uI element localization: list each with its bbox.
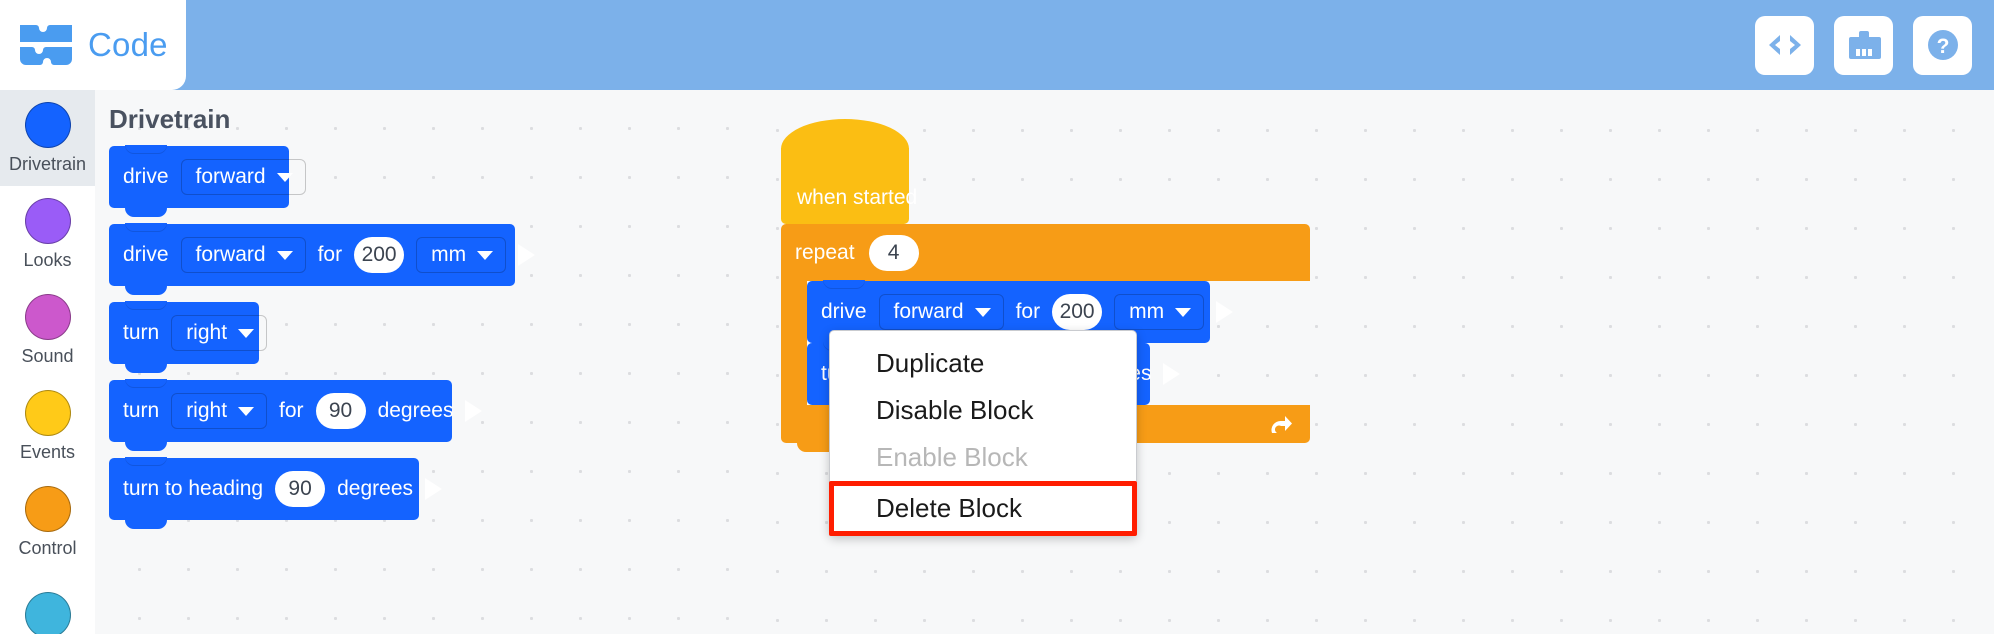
dropdown-value: mm <box>431 243 467 266</box>
palette-block-drive-for-distance[interactable]: drive forward for 200 mm <box>109 223 536 295</box>
palette-block-drive-direction[interactable]: drive forward <box>109 145 306 217</box>
play-block-icon[interactable] <box>465 400 483 422</box>
dropdown-value: mm <box>1129 300 1165 323</box>
chevron-down-icon <box>276 250 293 260</box>
hat-curve <box>781 119 909 149</box>
block-label: drive <box>821 300 867 323</box>
dropdown-value: forward <box>893 300 964 323</box>
block-dropdown[interactable]: forward <box>878 294 1004 330</box>
app-title: Code <box>88 26 168 63</box>
when-started-block[interactable]: when started <box>781 119 917 233</box>
loop-arrow-icon <box>1266 410 1294 438</box>
play-block-icon[interactable] <box>518 244 536 266</box>
context-menu-item-duplicate[interactable]: Duplicate <box>876 348 985 378</box>
sidebar-item-label: Looks <box>23 249 72 270</box>
block-label: for <box>1015 300 1041 323</box>
block-label: drive <box>123 243 169 266</box>
block-dropdown[interactable]: forward <box>180 159 306 195</box>
category-color-dot <box>24 293 71 340</box>
sidebar-item-label: Drivetrain <box>8 153 87 174</box>
block-number-input[interactable]: 200 <box>354 237 405 273</box>
block-label: for <box>317 243 343 266</box>
chevron-down-icon <box>1175 307 1192 317</box>
when-started-label: when started <box>797 186 918 209</box>
chevron-down-icon <box>974 307 991 317</box>
repeat-count-input[interactable]: 4 <box>868 234 919 271</box>
chevron-down-icon <box>276 172 293 182</box>
sidebar-item-looks[interactable]: Looks <box>0 186 95 282</box>
app-logo-tab[interactable]: Code <box>0 0 186 90</box>
palette-block-turn-direction[interactable]: turn right <box>109 301 268 373</box>
block-label: for <box>279 399 304 422</box>
block-number-input[interactable]: 90 <box>275 471 326 507</box>
palette-block-turn-for-degrees[interactable]: turn right for 90 degrees <box>109 379 483 451</box>
sidebar-item-sound[interactable]: Sound <box>0 282 95 378</box>
block-label: drive <box>123 165 169 188</box>
dropdown-value: forward <box>195 243 266 266</box>
sidebar-item-more[interactable] <box>0 570 95 634</box>
block-number-input[interactable]: 200 <box>1052 294 1103 330</box>
chevron-down-icon <box>477 250 494 260</box>
block-label: turn <box>123 321 160 344</box>
play-block-icon[interactable] <box>425 478 442 500</box>
brain-device-icon <box>1847 29 1881 61</box>
context-menu-item-delete-block[interactable]: Delete Block <box>829 481 1137 536</box>
block-dropdown[interactable]: forward <box>180 237 306 273</box>
code-workspace[interactable]: when started repeat 4 drive forward for 200… <box>735 90 1994 634</box>
help-button[interactable]: ? <box>1913 15 1972 75</box>
dropdown-value: forward <box>195 165 266 188</box>
brain-device-button[interactable] <box>1834 15 1893 75</box>
play-block-icon[interactable] <box>1216 301 1234 323</box>
svg-text:?: ? <box>1936 35 1949 58</box>
sidebar-item-control[interactable]: Control <box>0 474 95 570</box>
context-menu-item-enable-block: Enable Block <box>876 442 1028 472</box>
palette-title: Drivetrain <box>109 104 231 134</box>
chevron-down-icon <box>238 328 255 338</box>
angle-brackets-icon <box>1767 32 1803 58</box>
dropdown-value: right <box>186 399 228 422</box>
block-palette[interactable]: Drivetrain drive forward drive forward for 20… <box>95 90 735 634</box>
block-dropdown[interactable]: mm <box>416 237 507 273</box>
category-color-dot <box>24 101 71 148</box>
sidebar-item-drivetrain[interactable]: Drivetrain <box>0 90 95 186</box>
code-view-button[interactable] <box>1755 15 1814 75</box>
block-number-input[interactable]: 90 <box>315 393 366 429</box>
block-label: degrees <box>377 399 454 422</box>
repeat-label: repeat <box>795 240 855 264</box>
repeat-header[interactable]: repeat 4 <box>781 224 1310 281</box>
block-dropdown[interactable]: mm <box>1114 294 1205 330</box>
category-color-dot <box>24 592 71 634</box>
chevron-down-icon <box>238 406 255 416</box>
vex-blocks-logo-icon <box>18 20 76 70</box>
block-dropdown[interactable]: right <box>171 315 268 351</box>
block-label: turn to heading <box>123 477 264 500</box>
palette-block-turn-to-heading[interactable]: turn to heading 90 degrees <box>109 457 442 529</box>
block-label: turn <box>123 399 160 422</box>
sidebar-item-events[interactable]: Events <box>0 378 95 474</box>
sidebar-item-label: Control <box>18 537 77 558</box>
category-color-dot <box>24 389 71 436</box>
header-toolbar: ? <box>1755 0 1972 90</box>
context-menu-item-disable-block[interactable]: Disable Block <box>876 395 1034 425</box>
category-color-dot <box>24 197 71 244</box>
block-dropdown[interactable]: right <box>171 393 268 429</box>
category-color-dot <box>24 485 71 532</box>
repeat-left-arm <box>781 281 807 405</box>
play-block-icon[interactable] <box>1163 363 1181 385</box>
sidebar-item-label: Events <box>19 441 76 462</box>
question-mark-icon: ? <box>1925 27 1961 63</box>
dropdown-value: right <box>186 321 228 344</box>
block-label: degrees <box>337 477 413 500</box>
app-header: Code <box>0 0 1994 90</box>
sidebar-item-label: Sound <box>21 345 74 366</box>
